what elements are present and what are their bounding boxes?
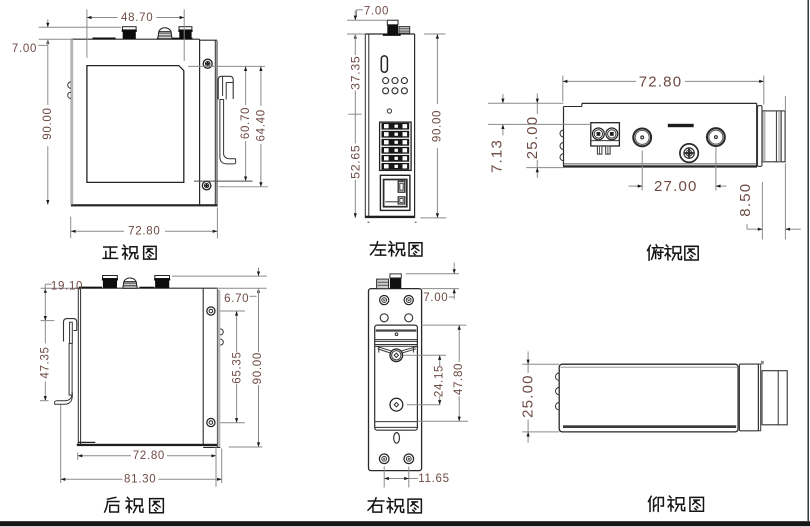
svg-text:90.00: 90.00 [252, 352, 264, 384]
svg-text:72.80: 72.80 [133, 450, 165, 462]
svg-text:47.80: 47.80 [453, 363, 465, 395]
svg-text:11.65: 11.65 [418, 473, 449, 485]
svg-text:64.40: 64.40 [255, 109, 267, 141]
svg-text:7.00: 7.00 [364, 5, 389, 17]
svg-text:81.30: 81.30 [124, 474, 156, 486]
svg-text:90.00: 90.00 [42, 107, 54, 139]
svg-text:8.50: 8.50 [737, 183, 754, 217]
svg-text:52.65: 52.65 [349, 145, 363, 179]
svg-text:72.80: 72.80 [128, 226, 160, 238]
svg-text:37.35: 37.35 [348, 56, 362, 90]
svg-text:72.80: 72.80 [639, 73, 683, 90]
svg-text:6.70: 6.70 [224, 293, 249, 305]
svg-text:65.35: 65.35 [231, 351, 243, 383]
svg-text:60.70: 60.70 [240, 107, 252, 139]
svg-text:24.15: 24.15 [434, 365, 446, 397]
svg-text:25.00: 25.00 [520, 374, 537, 418]
svg-text:47.35: 47.35 [39, 346, 51, 378]
svg-text:25.00: 25.00 [524, 116, 541, 160]
svg-text:7.00: 7.00 [12, 43, 37, 55]
svg-text:90.00: 90.00 [431, 110, 443, 142]
svg-text:7.13: 7.13 [488, 139, 505, 173]
svg-text:19.10: 19.10 [51, 280, 83, 292]
svg-text:48.70: 48.70 [121, 12, 153, 24]
svg-text:7.00: 7.00 [423, 292, 448, 304]
svg-text:27.00: 27.00 [654, 178, 698, 195]
